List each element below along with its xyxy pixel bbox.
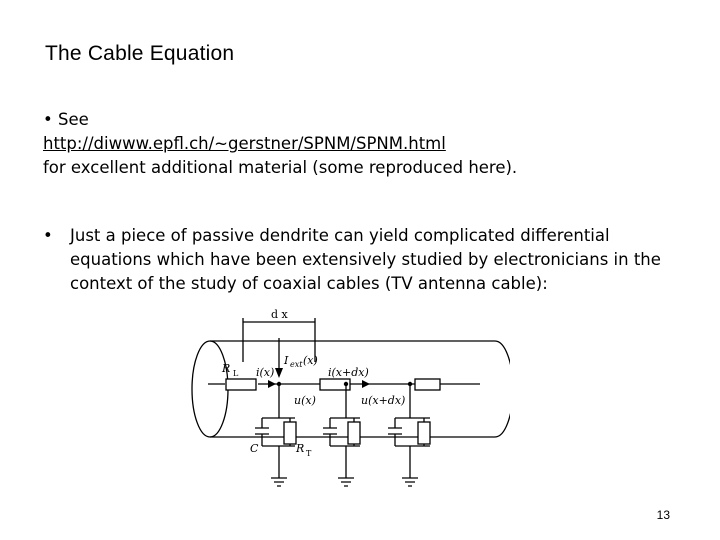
uxdx-label: u(x+dx) (361, 394, 405, 407)
ixdx-label: i(x+dx) (328, 366, 369, 379)
iext-sub: ext (290, 360, 303, 369)
iext-label: I (283, 354, 289, 367)
resistor-axial-3 (414, 378, 441, 391)
page-number: 13 (656, 508, 670, 522)
ux-label: u(x) (294, 394, 316, 407)
cable-left-end (191, 340, 229, 438)
dx-bracket (242, 318, 316, 362)
bullet-tail-text: for excellent additional material (some … (43, 158, 518, 177)
cable-circuit-diagram: d x R L I ext (x) i(x) i(x+dx) u(x) u(x+… (191, 308, 510, 487)
rl-sub: L (233, 369, 239, 378)
bullet-see: • See http://diwww.epfl.ch/~gerstner/SPN… (43, 108, 683, 180)
resistor-axial-2 (319, 378, 351, 391)
slide-title: The Cable Equation (45, 42, 235, 65)
bullet-marker: • (43, 226, 53, 245)
resistor-rl (225, 378, 257, 391)
rt-sub: T (306, 449, 312, 458)
bullet-dendrite: • Just a piece of passive dendrite can y… (43, 224, 683, 296)
bullet-dendrite-text: Just a piece of passive dendrite can yie… (70, 226, 661, 293)
ground-1 (271, 446, 287, 487)
iext-arg: (x) (303, 354, 318, 367)
ground-3 (402, 446, 418, 487)
c-label: C (250, 442, 259, 455)
capacitor-c (255, 418, 269, 446)
resistor-rt (283, 421, 297, 445)
ground-2 (338, 446, 354, 487)
bullet-marker: • (43, 110, 53, 129)
rl-label: R (221, 362, 230, 375)
reference-link[interactable]: http://diwww.epfl.ch/~gerstner/SPNM/SPNM… (43, 134, 446, 153)
bullet-lead-text: See (57, 110, 89, 129)
rt-label: R (295, 442, 304, 455)
dx-label: d x (271, 308, 289, 321)
cable-right-end (494, 340, 510, 438)
ix-label: i(x) (256, 366, 274, 379)
